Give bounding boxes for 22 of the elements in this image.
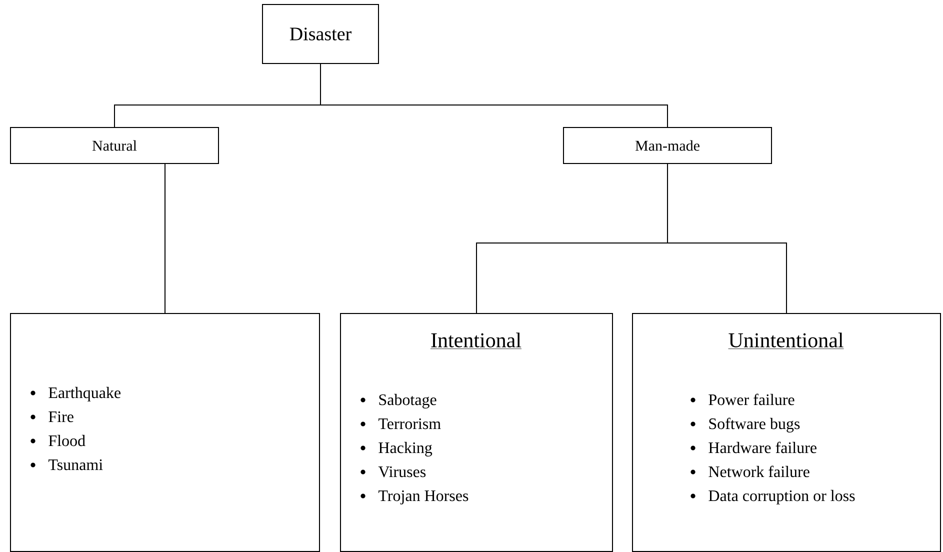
bullet-item: Viruses: [360, 466, 426, 478]
bullet-item: Software bugs: [690, 418, 800, 432]
category-box: Natural: [10, 127, 219, 164]
connector-line: [667, 164, 787, 314]
bullet-item: Earthquake: [30, 386, 120, 402]
bullet-item: Network failure: [690, 466, 810, 478]
bullet-item: Terrorism: [360, 418, 441, 430]
connector-line: [164, 164, 166, 314]
category-box: Man-made: [563, 127, 772, 164]
bullet-item: Sabotage: [360, 394, 436, 408]
connector-line: [320, 64, 668, 128]
bullet-item: Fire: [30, 411, 74, 422]
list-heading: Intentional: [430, 332, 522, 349]
bullet-item: Hacking: [360, 442, 432, 456]
bullet-item: Tsunami: [30, 459, 103, 470]
list-heading: Unintentional: [728, 332, 844, 349]
bullet-item: Hardware failure: [690, 442, 816, 454]
bullet-item: Power failure: [690, 394, 794, 406]
bullet-item: Trojan Horses: [360, 490, 468, 504]
category-box: Disaster: [262, 4, 379, 64]
bullet-item: Flood: [30, 434, 86, 446]
bullet-item: Data corruption or loss: [690, 490, 855, 504]
